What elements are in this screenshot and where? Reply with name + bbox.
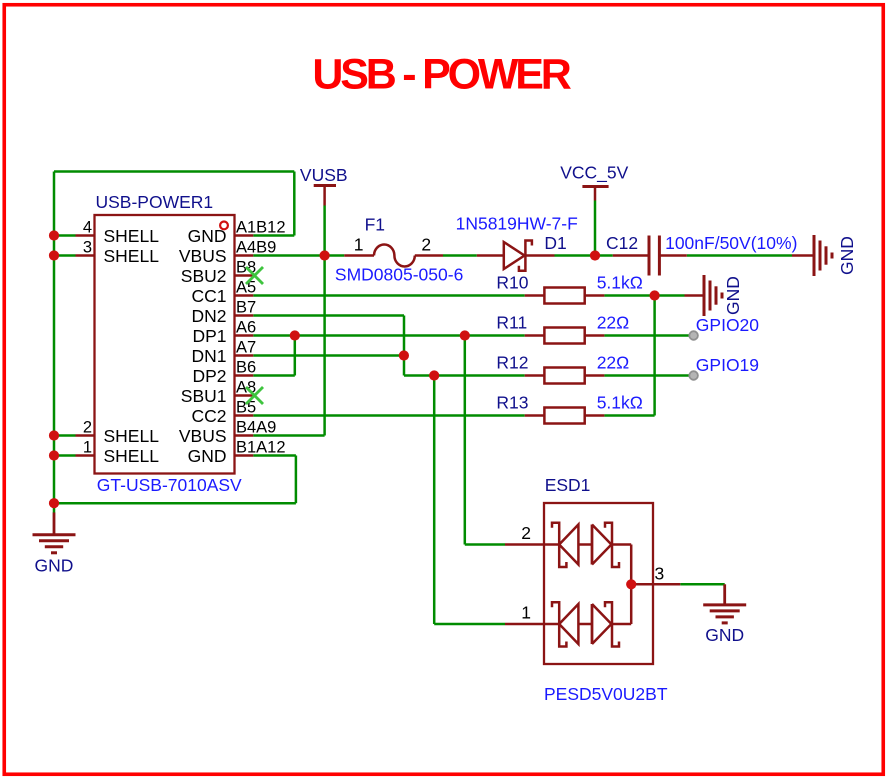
svg-text:SBU1: SBU1 — [181, 386, 227, 406]
svg-text:A7: A7 — [236, 339, 256, 357]
svg-text:GND: GND — [188, 226, 227, 246]
svg-text:2: 2 — [83, 419, 92, 437]
svg-text:DP1: DP1 — [192, 326, 226, 346]
svg-text:A6: A6 — [236, 319, 256, 337]
svg-text:GND: GND — [35, 556, 74, 576]
svg-text:A4B9: A4B9 — [236, 239, 276, 257]
svg-text:R10: R10 — [496, 273, 528, 293]
svg-text:4: 4 — [83, 219, 92, 237]
svg-text:A1B12: A1B12 — [236, 219, 286, 237]
svg-text:SHELL: SHELL — [104, 426, 160, 446]
svg-text:22Ω: 22Ω — [597, 313, 630, 333]
svg-text:CC2: CC2 — [191, 406, 226, 426]
svg-text:R11: R11 — [496, 313, 527, 333]
svg-text:VCC_5V: VCC_5V — [560, 163, 628, 184]
svg-text:2: 2 — [521, 523, 531, 543]
svg-text:D1: D1 — [544, 233, 566, 253]
svg-text:B1A12: B1A12 — [236, 439, 286, 457]
svg-text:USB - POWER: USB - POWER — [312, 50, 571, 98]
svg-text:1: 1 — [354, 235, 364, 255]
svg-text:ESD1: ESD1 — [545, 475, 591, 495]
svg-text:C12: C12 — [606, 233, 638, 253]
svg-text:3: 3 — [83, 239, 92, 257]
svg-text:GND: GND — [723, 276, 743, 315]
svg-text:DN2: DN2 — [191, 306, 226, 326]
svg-text:3: 3 — [655, 564, 665, 584]
svg-text:B5: B5 — [236, 399, 256, 417]
svg-text:SHELL: SHELL — [104, 226, 160, 246]
svg-text:SBU2: SBU2 — [181, 266, 227, 286]
svg-text:22Ω: 22Ω — [597, 353, 630, 373]
svg-text:SHELL: SHELL — [104, 446, 160, 466]
svg-text:5.1kΩ: 5.1kΩ — [597, 393, 643, 413]
svg-text:GT-USB-7010ASV: GT-USB-7010ASV — [97, 475, 242, 495]
svg-text:DP2: DP2 — [192, 366, 226, 386]
svg-text:1: 1 — [83, 439, 92, 457]
svg-text:SHELL: SHELL — [104, 246, 160, 266]
svg-text:1N5819HW-7-F: 1N5819HW-7-F — [456, 214, 578, 234]
svg-text:VBUS: VBUS — [179, 246, 227, 266]
svg-text:R13: R13 — [496, 393, 528, 413]
svg-text:F1: F1 — [365, 215, 385, 235]
svg-text:GND: GND — [705, 625, 744, 645]
svg-text:1: 1 — [521, 603, 531, 623]
svg-text:DN1: DN1 — [191, 346, 226, 366]
svg-text:CC1: CC1 — [191, 286, 226, 306]
svg-text:GPIO20: GPIO20 — [696, 315, 759, 335]
svg-text:B6: B6 — [236, 359, 256, 377]
svg-text:GND: GND — [837, 236, 857, 275]
svg-text:GND: GND — [188, 446, 227, 466]
svg-text:R12: R12 — [496, 353, 528, 373]
svg-text:B7: B7 — [236, 299, 256, 317]
svg-text:VBUS: VBUS — [179, 426, 227, 446]
svg-text:SMD0805-050-6: SMD0805-050-6 — [335, 265, 463, 285]
svg-text:GPIO19: GPIO19 — [696, 355, 759, 375]
svg-text:USB-POWER1: USB-POWER1 — [96, 192, 214, 212]
svg-text:5.1kΩ: 5.1kΩ — [597, 273, 643, 293]
svg-text:VUSB: VUSB — [300, 165, 348, 185]
svg-text:PESD5V0U2BT: PESD5V0U2BT — [544, 684, 668, 704]
svg-text:B4A9: B4A9 — [236, 419, 276, 437]
svg-text:A5: A5 — [236, 279, 256, 297]
svg-text:2: 2 — [421, 235, 431, 255]
svg-text:100nF/50V(10%): 100nF/50V(10%) — [665, 233, 797, 253]
